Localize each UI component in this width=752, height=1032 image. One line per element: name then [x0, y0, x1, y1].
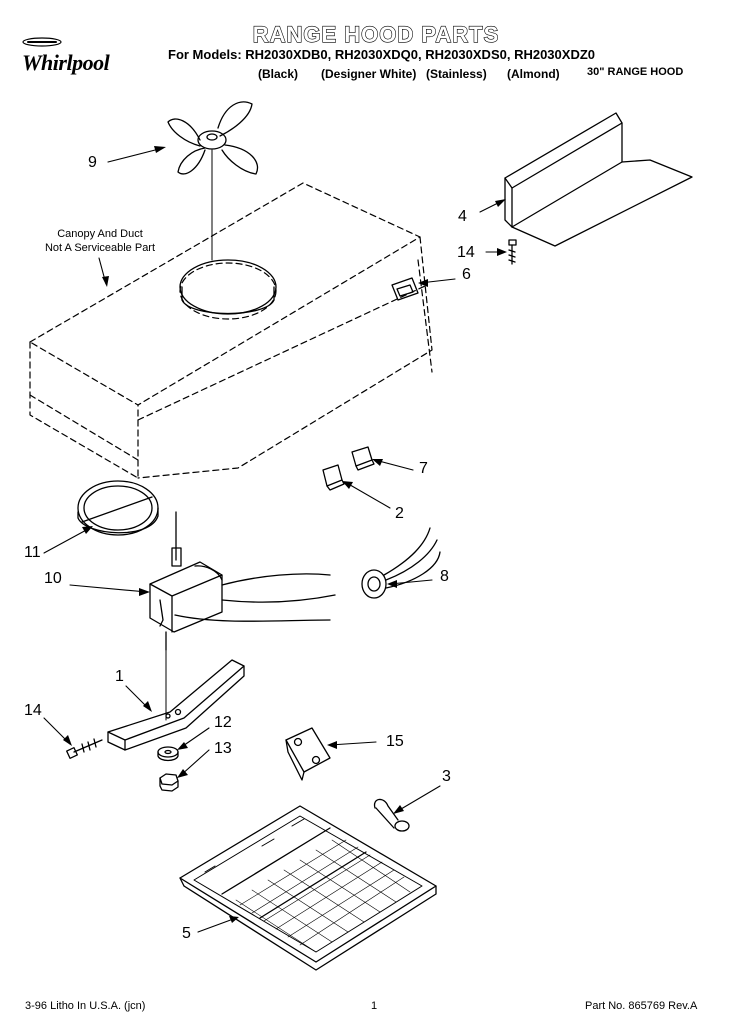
canopy-note-line1: Canopy And Duct	[57, 228, 143, 240]
duct-collar	[179, 259, 277, 315]
callout-14-left: 14	[24, 702, 42, 719]
grease-filter-part	[179, 805, 437, 971]
fan-blade-part	[167, 101, 259, 261]
leader-lines	[43, 147, 506, 933]
callout-4: 4	[458, 208, 467, 225]
nut-part	[159, 773, 179, 792]
brand-name: Whirlpool	[22, 50, 110, 75]
strain-relief-part	[373, 798, 410, 832]
screw-left	[66, 738, 103, 759]
switch-part-7	[351, 446, 375, 471]
cord-clamp-part	[285, 727, 331, 781]
page-subtitle: 30" RANGE HOOD	[587, 66, 684, 78]
motor-part	[149, 511, 336, 721]
page-number: 1	[371, 1000, 378, 1012]
callout-6: 6	[462, 266, 471, 283]
mounting-ring-part	[77, 480, 159, 536]
callout-13: 13	[214, 740, 232, 757]
light-socket-part	[391, 277, 419, 301]
callout-2: 2	[395, 505, 404, 522]
callout-10: 10	[44, 570, 62, 587]
print-info: 3-96 Litho In U.S.A. (jcn)	[25, 1000, 146, 1012]
variant-stainless: (Stainless)	[426, 67, 487, 81]
screw-top	[508, 239, 517, 265]
motor-bracket-part	[107, 659, 245, 751]
callout-8: 8	[440, 568, 449, 585]
control-panel-part	[504, 112, 693, 247]
switch-part-2	[322, 464, 345, 491]
page-title: RANGE HOOD PARTS	[252, 21, 500, 47]
washer-part	[157, 746, 179, 762]
arrow-heads	[63, 146, 507, 923]
callout-15: 15	[386, 733, 404, 750]
callout-14-top: 14	[457, 244, 475, 261]
canopy-note-line2: Not A Serviceable Part	[44, 242, 156, 254]
callout-11: 11	[24, 544, 41, 561]
callout-7: 7	[419, 460, 428, 477]
callout-1: 1	[115, 668, 124, 685]
callout-12: 12	[214, 714, 232, 731]
callout-3: 3	[442, 768, 451, 785]
models-line: For Models: RH2030XDB0, RH2030XDQ0, RH20…	[168, 47, 596, 62]
callout-5: 5	[182, 925, 191, 942]
part-number: Part No. 865769 Rev.A	[585, 1000, 698, 1012]
variant-designer-white: (Designer White)	[321, 67, 417, 81]
variant-almond: (Almond)	[507, 67, 560, 81]
variant-black: (Black)	[258, 67, 299, 81]
wire-connector-part	[361, 527, 441, 599]
callout-9: 9	[88, 154, 97, 171]
brand-logo-mark	[22, 37, 62, 47]
